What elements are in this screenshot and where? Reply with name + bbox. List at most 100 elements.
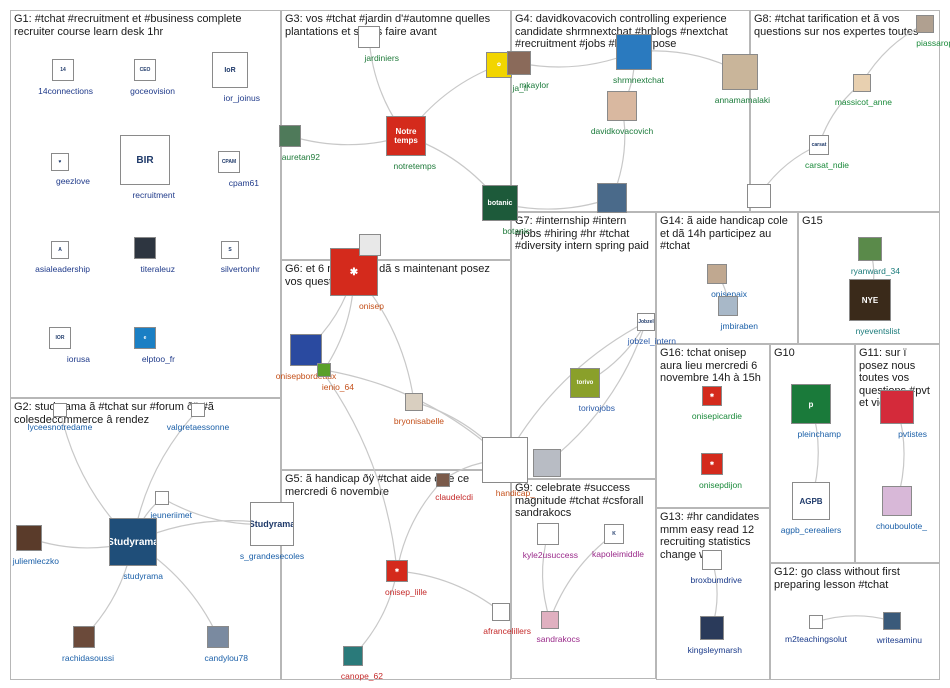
node-mkaylor[interactable]: mkaylor [489,51,549,93]
node-onisepbordeaux[interactable]: onisepbordeaux [276,334,336,384]
node-kyle2usuccess[interactable]: kyle2usuccess [518,523,578,563]
edge-jobzel_intern-g9avatar [546,321,647,464]
node-label: onisep [358,301,384,311]
node-juliemleczko[interactable]: juliemleczko [0,525,59,569]
node-rachidasoussi[interactable]: rachidasoussi [54,626,114,666]
node-broxbumdrive[interactable]: broxbumdrive [682,550,742,588]
node-label: kyle2usuccess [522,550,578,560]
node-shrmnextchat[interactable]: shrmnextchat [604,34,664,88]
node-onisep[interactable]: ✱onisep [324,248,384,314]
node-label: valgretaessonne [166,422,230,432]
node-auretan92[interactable]: auretan92 [260,125,320,165]
node-annamamalaki[interactable]: annamamalaki [710,54,770,108]
logo-icon: BIR [120,135,170,185]
node-pvtistes[interactable]: pvtistes [867,390,927,442]
logo-icon: ✱ [702,386,722,406]
logo-icon: torivo [570,368,600,398]
node-label: s_grandesecoles [239,551,305,561]
logo-icon [290,334,322,366]
node-titeraleuz[interactable]: titeraleuz [115,237,175,277]
node-label: m2teachingsolut [785,634,847,644]
node-label: annamamalaki [714,95,770,105]
node-afrancelillers[interactable]: afrancelillers [471,603,531,639]
group-g12: G12: go class without first preparing le… [770,563,940,680]
logo-icon [155,491,169,505]
node-label: sandrakocs [536,634,580,644]
node-label: jeuneriimet [150,510,192,520]
node-claudelcdi[interactable]: claudelcdi [413,473,473,505]
logo-icon: Studyrama [250,502,294,546]
group-title: G7: #internship #intern #jobs #hiring #h… [515,215,649,252]
node-m2teachingsolut[interactable]: m2teachingsolut [785,615,847,647]
node-piassaropj[interactable]: piassaropj [895,15,950,51]
node-bryonisabelle[interactable]: bryonisabelle [384,393,444,429]
node-davidkovacovich[interactable]: davidkovacovich [591,91,653,139]
node-geezlove[interactable]: ♥geezlove [30,153,90,189]
node-canope_62[interactable]: canope_62 [323,646,383,684]
node-onisep_lille[interactable]: ✱ onisep_lille [367,560,427,600]
node-ienio_64[interactable]: ienio_64 [294,363,354,395]
node-label: auretan92 [281,152,320,162]
node-label: ryanward_34 [850,266,900,276]
node-g8logo[interactable] [729,184,789,208]
logo-icon: NYE [849,279,891,321]
node-ryanward_34[interactable]: ryanward_34 [840,237,900,279]
logo-icon: ✱ [386,560,408,582]
node-kingsleymarsh[interactable]: kingsleymarsh [682,616,742,658]
node-label: chouboulote_ [875,521,927,531]
node-jmbiraben[interactable]: jmbiraben [698,296,758,334]
node-label: onisep_lille [384,587,427,597]
node-label: torivojobs [578,403,615,413]
node-lyceesnotredame[interactable]: lyceesnotredame [28,403,92,435]
node-onisepaix[interactable]: onisepaix [687,264,747,302]
avatar-icon [722,54,758,90]
node-s_grandesecoles[interactable]: Studyrama s_grandesecoles [239,502,305,564]
logo-icon: Studyrama [109,518,157,566]
node-g9avatar[interactable] [517,449,577,477]
node-candylou78[interactable]: candylou78 [188,626,248,666]
node-label: jardiniers [364,53,400,63]
node-jeuneriimet[interactable]: jeuneriimet [132,491,192,523]
node-g6small[interactable] [340,234,400,256]
avatar-icon [436,473,450,487]
node-label: claudelcdi [435,492,473,502]
node-onisepdijon[interactable]: ✱onisepdijon [682,453,742,493]
logo-icon: carsat [809,135,829,155]
node-g4person[interactable] [582,183,642,213]
node-valgretaessonne[interactable]: valgretaessonne [166,403,230,435]
node-massicot_anne[interactable]: massicot_anne [832,74,892,110]
avatar-icon [134,237,156,259]
logo-icon [702,550,722,570]
node-sandrakocs[interactable]: sandrakocs [520,611,580,647]
group-title: G8: #tchat tarification et ã vos questio… [754,13,919,38]
node-label: iorusa [66,354,90,364]
logo-icon [747,184,771,208]
node-chouboulote_[interactable]: chouboulote_ [867,486,927,534]
node-label: onisepicardie [691,411,742,421]
node-writesaminu[interactable]: writesaminu [862,612,922,648]
node-onisepicardie[interactable]: ✱ onisepicardie [682,386,742,424]
node-torivojobs[interactable]: torivo torivojobs [555,368,615,416]
node-jardiniers[interactable]: jardiniers [339,26,399,66]
group-g7: G7: #internship #intern #jobs #hiring #h… [511,212,656,479]
node-handicap_gouv[interactable]: handicap_ [475,437,535,501]
node-label: agpb_cerealiers [780,525,842,535]
